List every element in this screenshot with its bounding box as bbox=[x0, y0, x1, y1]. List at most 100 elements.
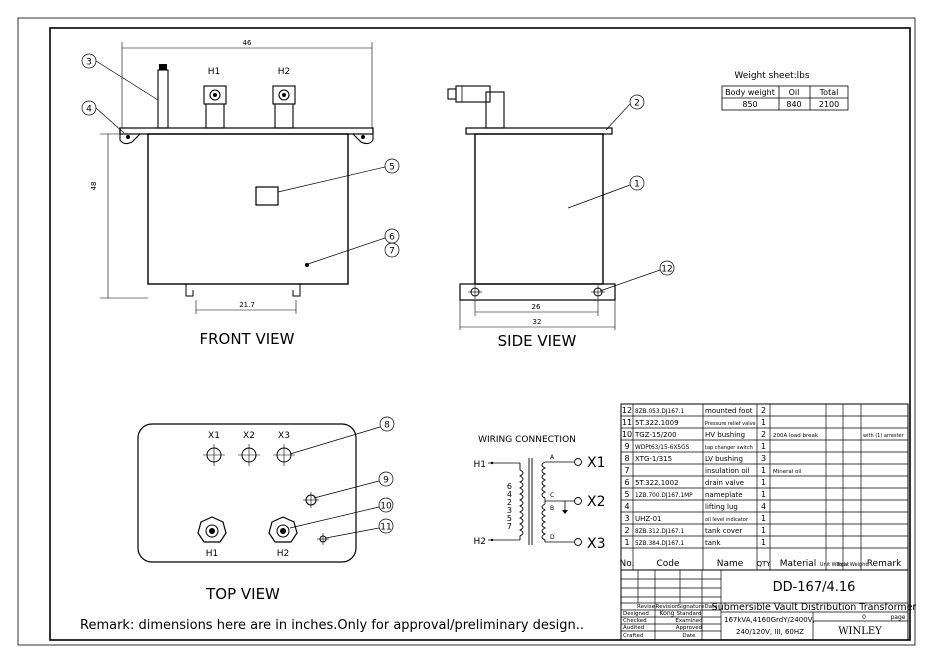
role-examined: Examined bbox=[675, 618, 702, 624]
callout-3: 3 bbox=[86, 58, 92, 68]
table-cell-name: HV bushing bbox=[705, 431, 745, 439]
table-cell-name: mounted foot bbox=[705, 407, 753, 415]
table-cell-qty: 1 bbox=[761, 490, 766, 499]
hdr-name: Name bbox=[717, 559, 744, 569]
table-cell-no: 3 bbox=[624, 514, 629, 523]
front-tank bbox=[147, 133, 349, 285]
weight-v-total: 2100 bbox=[819, 100, 839, 109]
table-cell-qty: 1 bbox=[761, 526, 766, 535]
table-cell-qty: 1 bbox=[761, 418, 766, 427]
lifting-lug-left bbox=[119, 128, 141, 145]
callout-1: 1 bbox=[634, 180, 640, 190]
name-designer: Kong bbox=[660, 610, 675, 617]
callout-8: 8 bbox=[384, 421, 390, 431]
hdr-material: Material bbox=[780, 559, 817, 569]
top-h1-label: H1 bbox=[206, 549, 219, 559]
callouts: 3 4 5 6 7 2 1 12 8 9 10 11 bbox=[81, 53, 675, 539]
side-base bbox=[459, 283, 616, 301]
point-b: B bbox=[550, 505, 554, 512]
side-view: 26 32 SIDE VIEW bbox=[447, 85, 616, 350]
top-hv-h1 bbox=[197, 516, 227, 543]
dim-bottom: 21.7 bbox=[239, 301, 255, 309]
point-c: C bbox=[550, 492, 554, 499]
table-cell-no: 7 bbox=[624, 466, 629, 475]
front-bushing-h1-label: H1 bbox=[208, 67, 221, 77]
table-cell-code: 1ZB.700.DJ167.1MP bbox=[635, 493, 693, 499]
tap-5: 5 bbox=[507, 514, 512, 523]
top-view-label: TOP VIEW bbox=[205, 585, 280, 603]
callout-12: 12 bbox=[661, 265, 672, 275]
top-outline bbox=[137, 423, 357, 563]
front-view: 46 48 H1 H2 bbox=[90, 39, 374, 348]
sign-date: Date bbox=[704, 604, 718, 610]
point-a: A bbox=[550, 454, 555, 461]
title-block: DD-167/4.16 Submersible Vault Distributi… bbox=[620, 569, 917, 641]
table-cell-no: 12 bbox=[622, 406, 632, 415]
front-view-label: FRONT VIEW bbox=[199, 330, 294, 348]
table-cell-material: Mineral oil bbox=[773, 469, 802, 475]
drawing-title: Submersible Vault Distribution Transform… bbox=[712, 602, 917, 613]
table-cell-no: 6 bbox=[624, 478, 629, 487]
callout-4: 4 bbox=[86, 105, 92, 115]
tap-2: 2 bbox=[507, 498, 512, 507]
table-cell-no: 10 bbox=[622, 430, 632, 439]
wiring-h1: H1 bbox=[474, 460, 487, 470]
table-cell-code: 5T.322.1009 bbox=[635, 419, 679, 427]
table-cell-code: 5T.322.1002 bbox=[635, 479, 679, 487]
hdr-unit-weight: Unit Weight bbox=[820, 562, 849, 568]
wiring-x1: X1 bbox=[587, 455, 606, 471]
weight-v-oil: 840 bbox=[786, 100, 801, 109]
callout-7: 7 bbox=[389, 247, 395, 257]
sign-revision: Revision bbox=[656, 604, 679, 610]
side-cover bbox=[465, 127, 613, 135]
table-cell-qty: 3 bbox=[761, 454, 766, 463]
oil-level-indicator bbox=[157, 69, 169, 129]
top-hv-h2 bbox=[268, 516, 298, 543]
hdr-qty: QTY bbox=[756, 560, 771, 568]
table-cell-no: 2 bbox=[624, 526, 629, 535]
table-cell-name: Pressure relief valve bbox=[705, 421, 756, 427]
remark-text: Remark: dimensions here are in inches.On… bbox=[80, 618, 584, 633]
hdr-remark: Remark bbox=[867, 559, 902, 569]
lv-terminal-x2 bbox=[238, 444, 260, 466]
role-date: Date bbox=[682, 633, 696, 639]
callout-9: 9 bbox=[383, 476, 389, 486]
drawing-number: DD-167/4.16 bbox=[773, 580, 856, 595]
sign-signature: Signature bbox=[678, 604, 705, 610]
table-cell-code: XTG-1/315 bbox=[635, 455, 672, 463]
sign-revise: Revise bbox=[637, 604, 656, 610]
weight-h-body: Body weight bbox=[725, 88, 775, 97]
table-cell-name: nameplate bbox=[705, 491, 743, 499]
dim-top: 46 bbox=[243, 39, 252, 47]
spec-line-1: 167kVA,4160GrdY/2400V, bbox=[724, 616, 815, 624]
table-cell-material: 200A load break bbox=[773, 433, 819, 439]
page-label: page bbox=[891, 614, 906, 621]
table-cell-qty: 4 bbox=[761, 502, 766, 511]
table-cell-name: lifting lug bbox=[705, 503, 738, 511]
table-cell-qty: 1 bbox=[761, 538, 766, 547]
hv-bushing-h1 bbox=[203, 85, 227, 129]
table-cell-code: 8ZB.312.DJ167.1 bbox=[635, 529, 684, 535]
lifting-lug-right bbox=[352, 128, 374, 145]
role-checked: Checked bbox=[623, 618, 647, 624]
table-cell-no: 5 bbox=[624, 490, 629, 499]
table-cell-name: LV bushing bbox=[705, 455, 743, 463]
wiring-x2: X2 bbox=[587, 494, 606, 510]
weight-title: Weight sheet:lbs bbox=[734, 71, 809, 81]
table-cell-qty: 1 bbox=[761, 478, 766, 487]
callout-11: 11 bbox=[380, 523, 391, 533]
inner-border bbox=[49, 27, 911, 641]
side-view-label: SIDE VIEW bbox=[498, 332, 577, 350]
table-cell-name: insulation oil bbox=[705, 467, 750, 475]
company-name: WINLEY bbox=[838, 626, 882, 637]
table-cell-no: 11 bbox=[622, 418, 632, 427]
weight-sheet: Weight sheet:lbs Body weight Oil Total 8… bbox=[721, 71, 849, 111]
weight-h-oil: Oil bbox=[789, 88, 800, 97]
table-cell-code: 8ZB.053.DJ167.1 bbox=[635, 409, 684, 415]
hv-bushing-h2 bbox=[272, 85, 296, 129]
table-cell-remark2: with (1) arrester bbox=[863, 433, 905, 439]
tap-6: 6 bbox=[507, 482, 512, 491]
callout-6: 6 bbox=[389, 233, 395, 243]
